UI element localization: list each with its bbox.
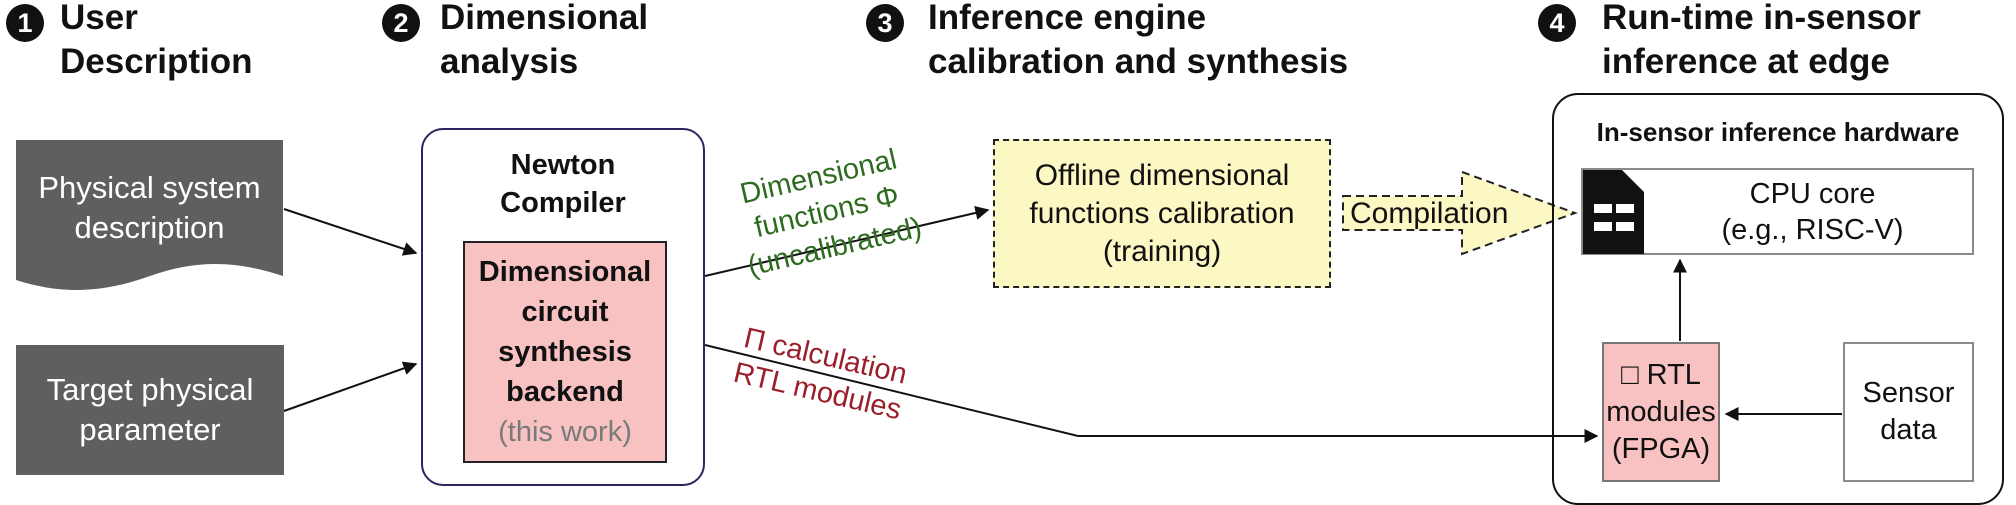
step-1-title-line2: Description (60, 42, 253, 81)
calibration-line1: Offline dimensional (1034, 158, 1290, 192)
step-1-title-line1: User (60, 0, 138, 37)
step-4-title-line2: inference at edge (1602, 42, 1890, 81)
step-1-title: User Description (60, 0, 253, 84)
arrow-physical-to-compiler (283, 208, 418, 256)
step-2-number: 2 (382, 4, 420, 42)
arrow-compiler-to-calibration (704, 206, 990, 277)
physical-system-line1: Physical system (38, 170, 261, 205)
synthesis-backend-box: Dimensional circuit synthesis backend (t… (463, 241, 667, 463)
step-3-title: Inference engine calibration and synthes… (928, 0, 1348, 84)
step-1-number: 1 (6, 4, 44, 42)
rtl-modules-box: □ RTL modules (FPGA) (1602, 342, 1720, 482)
target-parameter-line2: parameter (79, 412, 221, 447)
rtl-modules-line2: modules (1606, 395, 1716, 428)
step-3-title-line2: calibration and synthesis (928, 42, 1349, 81)
cpu-core-box: CPU core (e.g., RISC-V) (1581, 168, 1974, 255)
step-4-number: 4 (1538, 4, 1576, 42)
sensor-data-box: Sensor data (1843, 342, 1974, 482)
sensor-data-line2: data (1880, 414, 1937, 446)
newton-compiler-title-line1: Newton (510, 149, 616, 181)
newton-compiler-title-line2: Compiler (500, 187, 626, 219)
arrow-target-to-compiler (283, 361, 418, 412)
step-2-title: Dimensional analysis (440, 0, 648, 84)
backend-line4: backend (506, 376, 624, 408)
rtl-modules-line3: (FPGA) (1611, 432, 1711, 465)
sensor-data-line1: Sensor (1862, 377, 1955, 409)
calibration-box: Offline dimensional functions calibratio… (993, 139, 1331, 288)
step-4-title-line1: Run-time in-sensor (1602, 0, 1921, 37)
newton-compiler-title: Newton Compiler (423, 146, 703, 222)
backend-line2: circuit (521, 296, 609, 328)
backend-note: (this work) (498, 416, 632, 448)
backend-line3: synthesis (498, 336, 632, 368)
physical-system-line2: description (74, 210, 225, 245)
calibration-line3: (training) (1102, 234, 1222, 268)
cpu-core-line2: (e.g., RISC-V) (1721, 213, 1904, 246)
step-3-title-line1: Inference engine (928, 0, 1207, 37)
target-parameter-line1: Target physical (46, 372, 254, 407)
rtl-modules-line1: □ RTL (1621, 358, 1701, 391)
target-parameter-box: Target physical parameter (16, 345, 284, 475)
step-2-title-line2: analysis (440, 42, 579, 81)
backend-line1: Dimensional (478, 256, 652, 288)
newton-compiler-box: Newton Compiler Dimensional circuit synt… (421, 128, 705, 486)
step-2-title-line1: Dimensional (440, 0, 649, 37)
step-3-number: 3 (866, 4, 904, 42)
step-4-title: Run-time in-sensor inference at edge (1602, 0, 1921, 84)
physical-system-box: Physical system description (16, 170, 283, 245)
in-sensor-hardware-title: In-sensor inference hardware (1596, 117, 1960, 147)
cpu-core-line1: CPU core (1749, 177, 1876, 210)
calibration-line2: functions calibration (1029, 196, 1295, 230)
compilation-block-arrow (1342, 170, 1578, 256)
compilation-label: Compilation (1350, 197, 1509, 230)
arrow-compiler-to-rtl (704, 344, 1599, 443)
